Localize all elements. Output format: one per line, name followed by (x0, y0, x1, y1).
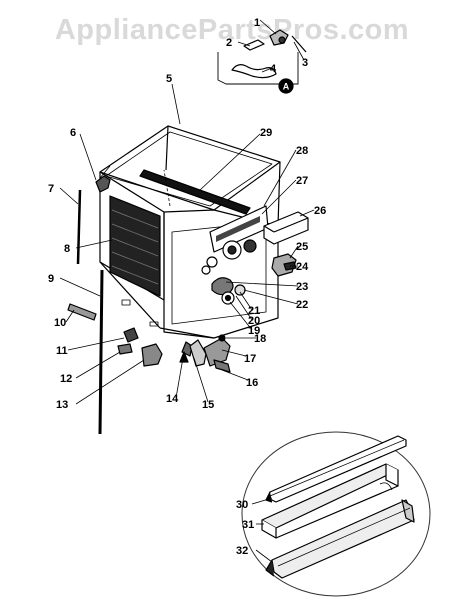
callout-26: 26 (314, 205, 326, 217)
part-15-block (189, 339, 207, 367)
callout-25: 25 (296, 241, 308, 253)
callout-11: 11 (56, 345, 68, 357)
callout-5: 5 (166, 73, 172, 85)
callout-29: 29 (260, 127, 272, 139)
callout-27: 27 (296, 175, 308, 187)
callout-30: 30 (236, 499, 248, 511)
callout-20: 20 (248, 315, 260, 327)
door-trim-assembly (241, 431, 431, 597)
callout-17: 17 (244, 353, 256, 365)
callout-labels: 1 2 3 4 5 6 7 8 9 10 11 12 13 14 15 16 1… (48, 17, 326, 557)
callout-23: 23 (296, 281, 308, 293)
callout-2: 2 (226, 37, 232, 49)
part-11-clip (123, 327, 139, 343)
part-13-bracket (141, 343, 163, 367)
callout-4: 4 (270, 63, 277, 75)
oven-cabinet (76, 125, 281, 435)
callout-1: 1 (254, 17, 260, 29)
callout-13: 13 (56, 399, 68, 411)
marker-a (278, 78, 294, 94)
callout-9: 9 (48, 273, 54, 285)
marker-a-letter: A (283, 82, 290, 92)
callout-7: 7 (48, 183, 54, 195)
callout-21: 21 (248, 305, 260, 317)
callout-24: 24 (296, 261, 309, 273)
detail-group-top (217, 29, 307, 94)
callout-32: 32 (236, 545, 248, 557)
callout-31: 31 (242, 519, 254, 531)
callout-12: 12 (60, 373, 72, 385)
callout-8: 8 (64, 243, 70, 255)
callout-3: 3 (302, 57, 308, 69)
watermark: AppliancePartsPros.com (54, 14, 410, 46)
callout-28: 28 (296, 145, 308, 157)
callout-14: 14 (166, 393, 179, 405)
callout-6: 6 (70, 127, 76, 139)
callout-15: 15 (202, 399, 214, 411)
part-12-clip (117, 343, 133, 355)
callout-19: 19 (248, 325, 260, 337)
part-10-hinge (67, 303, 97, 321)
callout-16: 16 (246, 377, 258, 389)
callout-18: 18 (254, 333, 266, 345)
part-26-block (263, 211, 309, 245)
callout-22: 22 (296, 299, 308, 311)
callout-10: 10 (54, 317, 66, 329)
leader-lines (59, 19, 315, 563)
